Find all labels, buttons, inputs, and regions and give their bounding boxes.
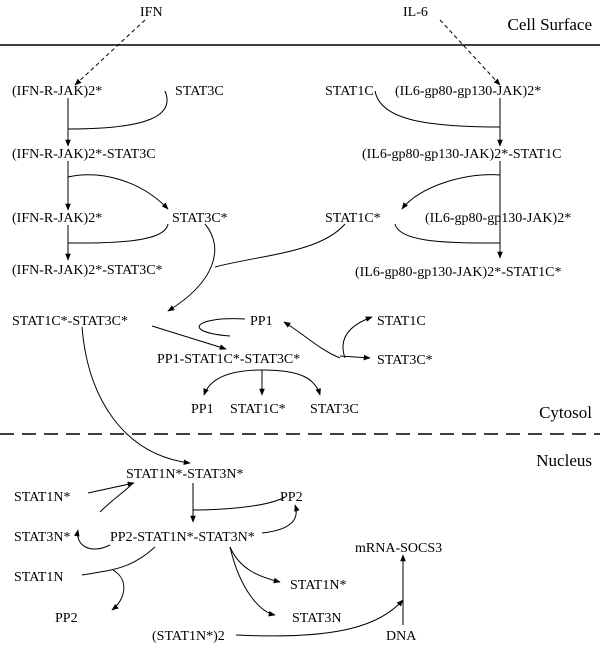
node-stat1c-stat3c-star: STAT1C*-STAT3C* xyxy=(12,314,128,329)
node-ifn-r-jak-stat3c-star: (IFN-R-JAK)2*-STAT3C* xyxy=(12,263,163,278)
edge-pp2complex-to-stat3n xyxy=(229,546,276,617)
edge-ifn-to-receptor xyxy=(74,19,146,86)
edge-complex-to-pp1bottom xyxy=(203,369,263,396)
edge-stat3c-star-to-dimer xyxy=(167,223,216,312)
node-stat3c-star: STAT3C* xyxy=(172,211,228,226)
node-mrna-socs3: mRNA-SOCS3 xyxy=(355,541,442,556)
edge-pp2-join xyxy=(192,496,286,511)
node-pp1-top: PP1 xyxy=(250,314,273,329)
node-stat1n-star-dimer: (STAT1N*)2 xyxy=(152,629,225,644)
node-stat1c-right: STAT1C xyxy=(377,314,426,329)
edge-complex-to-stat3cstar xyxy=(339,354,371,361)
node-dna: DNA xyxy=(386,629,417,644)
node-stat3n: STAT3N xyxy=(292,611,341,626)
edge-dimer-to-dna xyxy=(235,599,404,637)
node-pp2-complex: PP2-STAT1N*-STAT3N* xyxy=(110,530,255,545)
node-stat3c-star-right: STAT3C* xyxy=(377,353,433,368)
node-pp2-top: PP2 xyxy=(280,490,303,505)
node-ifn-r-jak-stat3c: (IFN-R-JAK)2*-STAT3C xyxy=(12,147,156,162)
node-il6-jak-stat1c-star: (IL6-gp80-gp130-JAK)2*-STAT1C* xyxy=(355,265,562,280)
region-cytosol: Cytosol xyxy=(539,403,592,422)
node-il6-jak-1: (IL6-gp80-gp130-JAK)2* xyxy=(395,84,541,99)
node-stat3n-star-left: STAT3N* xyxy=(14,530,70,545)
edge-pp2complex-to-pp2top xyxy=(261,504,300,534)
node-stat1c-1: STAT1C xyxy=(325,84,374,99)
edge-to-stat3c-star xyxy=(67,174,169,210)
edge-dimer-to-pp1complex xyxy=(151,325,227,350)
node-il6: IL-6 xyxy=(403,5,428,20)
edge-complex-to-stat1c xyxy=(342,316,373,359)
node-pp2-bottom: PP2 xyxy=(55,611,78,626)
node-stat1c-star: STAT1C* xyxy=(325,211,381,226)
node-stat1n-star-right: STAT1N* xyxy=(290,578,346,593)
edge-complex-to-pp1top xyxy=(283,321,341,359)
region-nucleus: Nucleus xyxy=(536,451,592,470)
edge-stat1n-stat3n-combine xyxy=(111,569,125,611)
edge-stat3c-star-join xyxy=(67,223,169,244)
edge-pp1-join xyxy=(198,318,246,337)
edge-stat3c-join xyxy=(67,90,168,130)
node-pp1-complex: PP1-STAT1C*-STAT3C* xyxy=(157,352,300,367)
node-ifn: IFN xyxy=(140,5,163,20)
region-cell-surface: Cell Surface xyxy=(508,15,593,34)
edge-stat1n-to-dimer xyxy=(87,481,135,494)
node-stat1n: STAT1N xyxy=(14,570,63,585)
node-ifn-r-jak-2: (IFN-R-JAK)2* xyxy=(12,211,102,226)
edge-il6-to-receptor xyxy=(439,19,501,86)
edge-stat1c-star-join xyxy=(394,223,501,244)
node-stat1c-star-bottom: STAT1C* xyxy=(230,402,286,417)
edge-pp2complex-to-stat1n xyxy=(81,546,156,576)
edge-stat3n-to-dimer xyxy=(99,484,132,513)
node-stat3c-1: STAT3C xyxy=(175,84,224,99)
edge-stat1c-join xyxy=(374,90,501,128)
edge-pp2complex-to-stat3n-left xyxy=(74,529,111,550)
node-pp1-bottom: PP1 xyxy=(191,402,214,417)
edge-nuclear-import xyxy=(81,326,191,466)
node-il6-jak-stat1c: (IL6-gp80-gp130-JAK)2*-STAT1C xyxy=(362,147,562,162)
node-stat1n-star-left: STAT1N* xyxy=(14,490,70,505)
node-stat1n-stat3n-star: STAT1N*-STAT3N* xyxy=(126,467,244,482)
edge-stat1c-star-to-dimer xyxy=(214,223,346,268)
node-ifn-r-jak-1: (IFN-R-JAK)2* xyxy=(12,84,102,99)
edge-to-stat1c-star xyxy=(401,174,501,210)
edge-complex-to-stat3c xyxy=(261,369,321,396)
edge-pp2complex-to-stat1nstar xyxy=(229,546,281,584)
node-stat3c-bottom: STAT3C xyxy=(310,402,359,417)
node-il6-jak-2: (IL6-gp80-gp130-JAK)2* xyxy=(425,211,571,226)
